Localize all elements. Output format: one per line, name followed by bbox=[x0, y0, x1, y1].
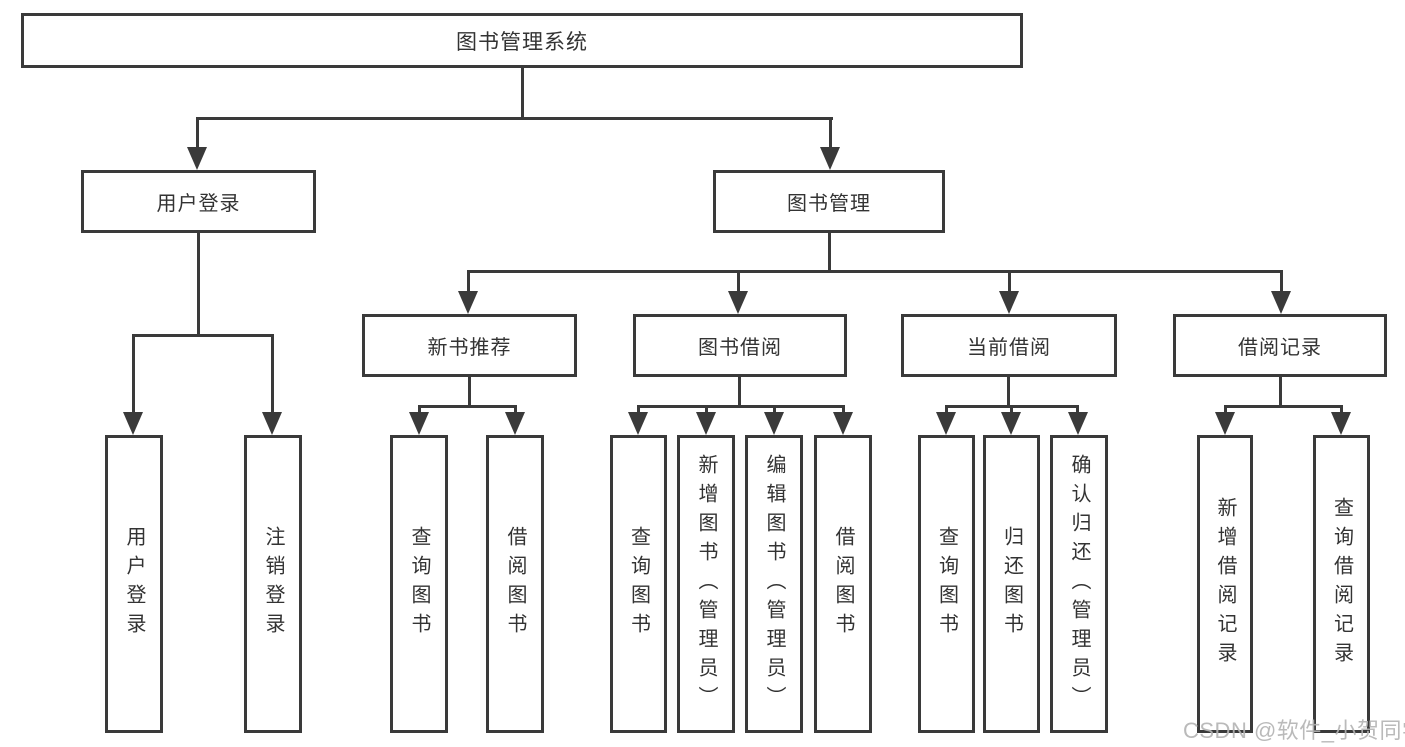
node-box-query-borrow-record: 查询借阅记录 bbox=[1313, 435, 1370, 733]
arrow-down-icon bbox=[820, 147, 840, 170]
arrow-down-icon bbox=[1068, 412, 1088, 435]
connector-line bbox=[738, 377, 741, 407]
connector-line bbox=[1224, 405, 1227, 415]
node-label-new-book-recommend: 新书推荐 bbox=[427, 337, 512, 359]
connector-line bbox=[467, 270, 1283, 273]
connector-line bbox=[637, 405, 640, 415]
csdn-watermark: CSDN @软件_小贺同学 bbox=[1183, 718, 1405, 743]
node-box-borrow-books: 借阅图书 bbox=[814, 435, 872, 733]
node-box-borrow-records: 借阅记录 bbox=[1173, 314, 1387, 377]
arrow-down-icon bbox=[1215, 412, 1235, 435]
connector-line bbox=[945, 405, 948, 415]
node-label-borrow-books: 借阅图书 bbox=[832, 526, 854, 642]
node-box-add-book-admin: 新增图书（管理员） bbox=[677, 435, 735, 733]
node-box-user-login: 用户登录 bbox=[81, 170, 316, 233]
arrow-down-icon bbox=[1001, 412, 1021, 435]
node-label-book-management: 图书管理 bbox=[787, 193, 871, 215]
connector-line bbox=[468, 377, 471, 407]
connector-line bbox=[418, 405, 421, 415]
node-label-add-borrow-record: 新增借阅记录 bbox=[1214, 497, 1236, 671]
arrow-down-icon bbox=[1271, 291, 1291, 314]
connector-line bbox=[132, 334, 135, 414]
node-box-return-books: 归还图书 bbox=[983, 435, 1040, 733]
node-box-root: 图书管理系统 bbox=[21, 13, 1023, 68]
arrow-down-icon bbox=[999, 291, 1019, 314]
arrow-down-icon bbox=[833, 412, 853, 435]
node-box-recommend-query-books: 查询图书 bbox=[390, 435, 448, 733]
node-box-edit-book-admin: 编辑图书（管理员） bbox=[745, 435, 803, 733]
node-box-confirm-return-admin: 确认归还（管理员） bbox=[1050, 435, 1108, 733]
node-box-recommend-borrow-books: 借阅图书 bbox=[486, 435, 544, 733]
connector-line bbox=[196, 117, 199, 150]
connector-line bbox=[1010, 405, 1013, 415]
connector-line bbox=[1224, 405, 1343, 408]
connector-line bbox=[132, 334, 274, 337]
node-label-return-books: 归还图书 bbox=[1000, 526, 1023, 642]
node-label-borrow-records: 借阅记录 bbox=[1238, 337, 1322, 359]
arrow-down-icon bbox=[1331, 412, 1351, 435]
connector-line bbox=[197, 233, 200, 336]
connector-line bbox=[737, 270, 740, 294]
node-box-add-borrow-record: 新增借阅记录 bbox=[1197, 435, 1253, 733]
connector-line bbox=[1007, 377, 1010, 407]
arrow-down-icon bbox=[628, 412, 648, 435]
arrow-down-icon bbox=[409, 412, 429, 435]
connector-line bbox=[828, 233, 831, 272]
connector-line bbox=[842, 405, 845, 415]
connector-line bbox=[773, 405, 776, 415]
node-label-current-query-books: 查询图书 bbox=[935, 526, 958, 642]
node-label-add-book-admin: 新增图书（管理员） bbox=[695, 453, 717, 715]
connector-line bbox=[637, 405, 844, 408]
node-box-borrow-query-books: 查询图书 bbox=[610, 435, 667, 733]
connector-line bbox=[418, 405, 517, 408]
node-label-logout: 注销登录 bbox=[262, 526, 284, 642]
node-label-root: 图书管理系统 bbox=[456, 30, 588, 54]
node-box-logout: 注销登录 bbox=[244, 435, 302, 733]
connector-line bbox=[1280, 270, 1283, 294]
connector-line bbox=[196, 117, 833, 120]
arrow-down-icon bbox=[262, 412, 282, 435]
connector-line bbox=[467, 270, 470, 294]
connector-line bbox=[1008, 270, 1011, 294]
arrow-down-icon bbox=[728, 291, 748, 314]
connector-line bbox=[514, 405, 517, 415]
arrow-down-icon bbox=[187, 147, 207, 170]
node-box-book-borrow: 图书借阅 bbox=[633, 314, 847, 377]
node-box-user-login-leaf: 用户登录 bbox=[105, 435, 163, 733]
connector-line bbox=[271, 334, 274, 414]
connector-line bbox=[521, 68, 524, 120]
node-label-confirm-return-admin: 确认归还（管理员） bbox=[1068, 453, 1090, 715]
connector-line bbox=[1340, 405, 1343, 415]
connector-line bbox=[1076, 405, 1079, 415]
node-label-user-login-leaf: 用户登录 bbox=[123, 526, 145, 642]
node-label-user-login: 用户登录 bbox=[156, 193, 241, 215]
connector-line bbox=[829, 117, 832, 150]
node-label-edit-book-admin: 编辑图书（管理员） bbox=[763, 453, 785, 715]
arrow-down-icon bbox=[936, 412, 956, 435]
node-label-recommend-query-books: 查询图书 bbox=[408, 526, 430, 642]
node-label-book-borrow: 图书借阅 bbox=[698, 337, 782, 359]
arrow-down-icon bbox=[696, 412, 716, 435]
arrow-down-icon bbox=[764, 412, 784, 435]
node-box-current-query-books: 查询图书 bbox=[918, 435, 975, 733]
node-box-new-book-recommend: 新书推荐 bbox=[362, 314, 577, 377]
connector-line bbox=[1279, 377, 1282, 407]
arrow-down-icon bbox=[458, 291, 478, 314]
node-box-current-borrow: 当前借阅 bbox=[901, 314, 1117, 377]
node-label-borrow-query-books: 查询图书 bbox=[627, 526, 650, 642]
node-box-book-management: 图书管理 bbox=[713, 170, 945, 233]
arrow-down-icon bbox=[123, 412, 143, 435]
connector-line bbox=[705, 405, 708, 415]
arrow-down-icon bbox=[505, 412, 525, 435]
node-label-current-borrow: 当前借阅 bbox=[967, 337, 1051, 359]
node-label-query-borrow-record: 查询借阅记录 bbox=[1330, 497, 1353, 671]
node-label-recommend-borrow-books: 借阅图书 bbox=[504, 526, 526, 642]
